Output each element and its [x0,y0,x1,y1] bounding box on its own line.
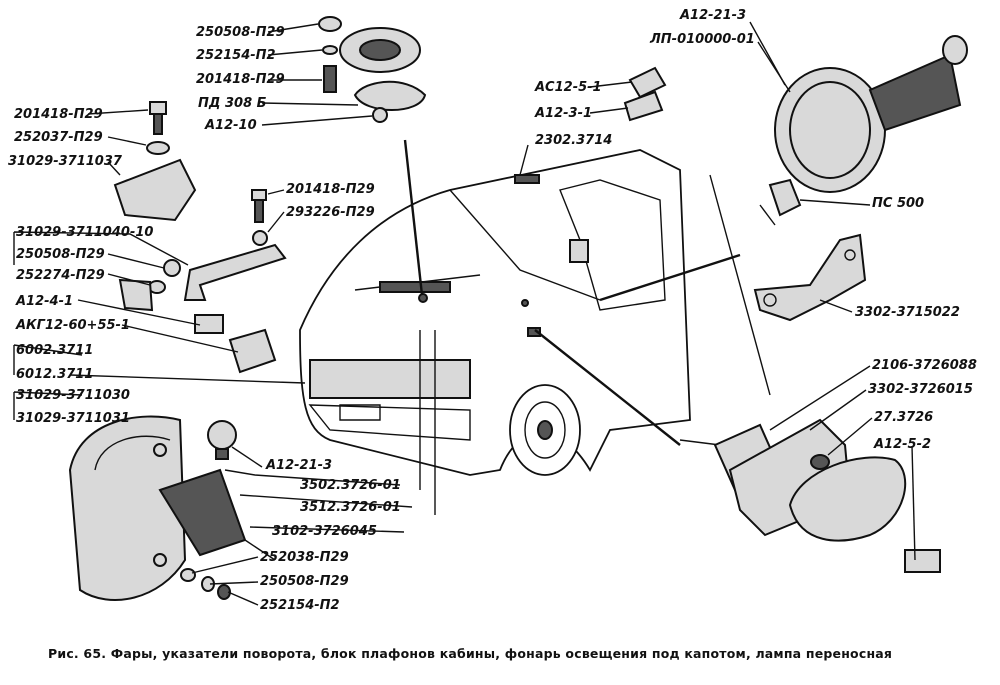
label-ps500: ПС 500 [872,196,925,211]
label-2106-3726088: 2106-3726088 [872,358,977,373]
label-lp-010000-01: ЛП-010000-01 [650,32,755,47]
ceiling-lamp-assembly [318,16,427,123]
label-2302-3714: 2302.3714 [535,133,613,148]
small-bulbs-top [623,66,667,122]
label-201418-p29-left: 201418-П29 [14,107,103,122]
label-27-3726: 27.3726 [874,410,934,425]
portable-lamp [759,35,968,226]
underhood-bracket [753,233,867,322]
label-akg12-60-55-1: АКГ12-60+55-1 [16,318,130,333]
label-252037-p29: 252037-П29 [14,130,103,145]
label-6012-3711: 6012.3711 [16,367,94,382]
label-250508-p29-bot: 250508-П29 [260,574,349,589]
label-a12-4-1: А12-4-1 [16,294,74,309]
label-a12-21-3-top: А12-21-3 [680,8,747,23]
turn-indicator-assembly [679,418,941,573]
label-ac12-5-1: АС12-5-1 [535,80,602,95]
label-a12-5-2: А12-5-2 [874,437,932,452]
headlight-assembly [68,415,276,601]
label-3102-3726045: 3102-3726045 [272,524,377,539]
label-31029-3711040-10: 31029-3711040-10 [16,225,154,240]
label-252154-p2-top: 252154-П2 [196,48,276,63]
label-3302-3715022: 3302-3715022 [855,305,960,320]
label-252038-p29: 252038-П29 [260,550,349,565]
label-252274-p29: 252274-П29 [16,268,105,283]
label-a12-3-1: А12-3-1 [535,106,593,121]
label-3512-3726-01: 3512.3726-01 [300,500,401,515]
label-3302-3726015: 3302-3726015 [868,382,973,397]
label-3502-3726-01: 3502.3726-01 [300,478,401,493]
bracket-parts-left [113,101,287,374]
label-a12-21-3-mid: А12-21-3 [266,458,333,473]
figure-caption: Рис. 65. Фары, указатели поворота, блок … [48,646,893,661]
label-293226-p29: 293226-П29 [286,205,375,220]
label-pd308b: ПД 308 Б [198,96,267,111]
label-a12-10: А12-10 [205,118,257,133]
label-6002-3711: 6002.3711 [16,343,94,358]
van-body-drawing [299,149,691,476]
exploded-parts-diagram [13,16,968,606]
label-31029-3711030: 31029-3711030 [16,388,130,403]
label-31029-3711037: 31029-3711037 [8,154,122,169]
label-252154-p2-bot: 252154-П2 [260,598,340,613]
label-31029-3711031: 31029-3711031 [16,411,130,426]
label-250508-p29-top: 250508-П29 [196,25,285,40]
label-201418-p29-top: 201418-П29 [196,72,285,87]
label-201418-p29-mid: 201418-П29 [286,182,375,197]
label-250508-p29-left: 250508-П29 [16,247,105,262]
leader-lines [13,21,916,606]
